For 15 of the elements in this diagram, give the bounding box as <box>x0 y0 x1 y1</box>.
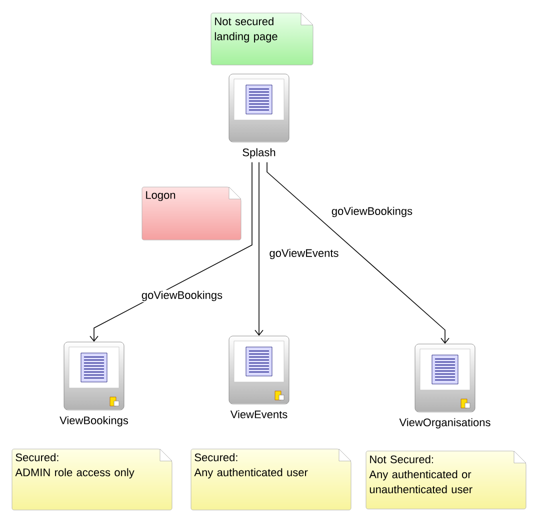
edge-label: goViewBookings <box>140 290 224 302</box>
page-name: ViewEvents <box>230 410 288 418</box>
note: Secured: Any authenticated user <box>190 448 352 510</box>
note: Logon <box>142 186 242 240</box>
note: Not secured landing page <box>210 12 314 66</box>
page-name: ViewBookings <box>60 416 128 426</box>
arrow <box>254 162 264 336</box>
edge-label: goViewEvents <box>268 248 340 260</box>
page-name: ViewOrganisations <box>399 418 490 428</box>
page-name: Splash <box>242 148 276 158</box>
arrow <box>90 162 252 342</box>
edge-label: goViewBookings <box>330 206 414 218</box>
arrow <box>266 162 450 344</box>
note: Not Secured: Any authenticated or unauthenticated user <box>366 450 526 510</box>
note: Secured: ADMIN role access only <box>12 448 172 510</box>
